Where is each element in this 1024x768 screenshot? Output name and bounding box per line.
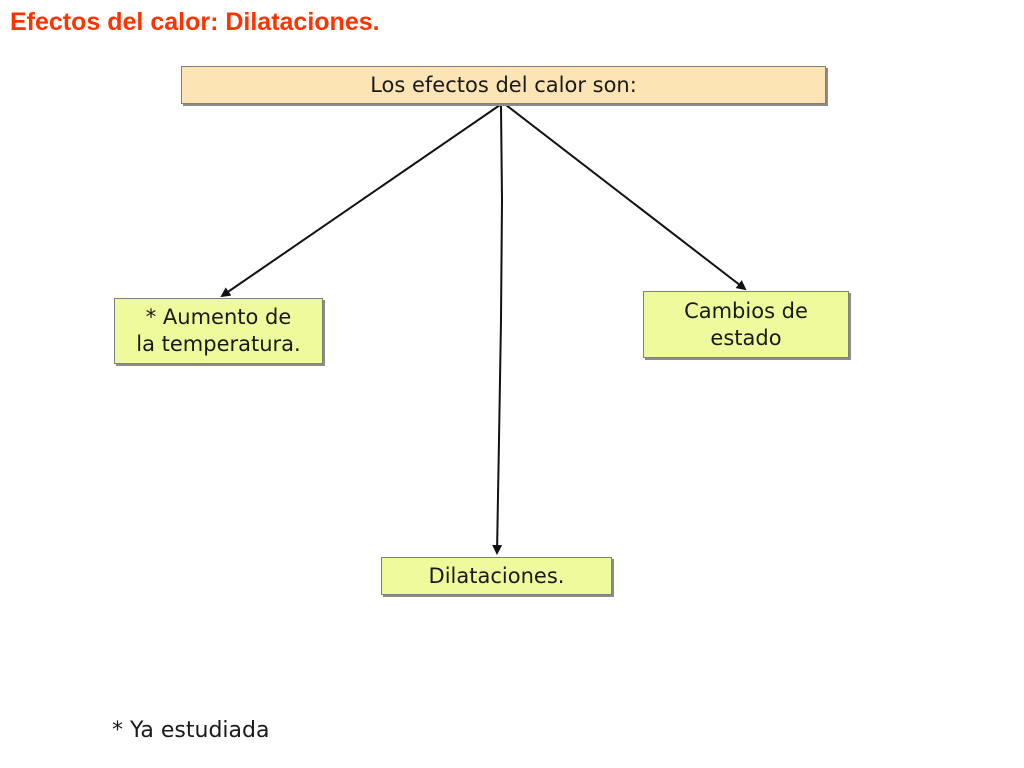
slide-title: Efectos del calor: Dilataciones. [10, 8, 380, 36]
node-dilations: Dilataciones. [381, 557, 612, 595]
node-state-changes-line-2: estado [710, 325, 782, 350]
node-state-changes: Cambios de estado [643, 291, 849, 358]
arrow-to-dilations [492, 105, 504, 555]
node-dilations-label: Dilataciones. [428, 563, 565, 588]
footnote: * Ya estudiada [112, 718, 270, 743]
root-node: Los efectos del calor son: [181, 66, 826, 104]
arrow-to-temperature [220, 104, 501, 298]
node-temperature-line-2: la temperatura. [136, 332, 301, 356]
node-state-changes-line-1: Cambios de [684, 298, 808, 323]
node-temperature-line-1: * Aumento de [145, 305, 292, 329]
root-node-label: Los efectos del calor son: [370, 72, 637, 97]
node-temperature-increase: * Aumento de la temperatura. [114, 298, 323, 364]
arrow-to-state-changes [505, 104, 747, 291]
